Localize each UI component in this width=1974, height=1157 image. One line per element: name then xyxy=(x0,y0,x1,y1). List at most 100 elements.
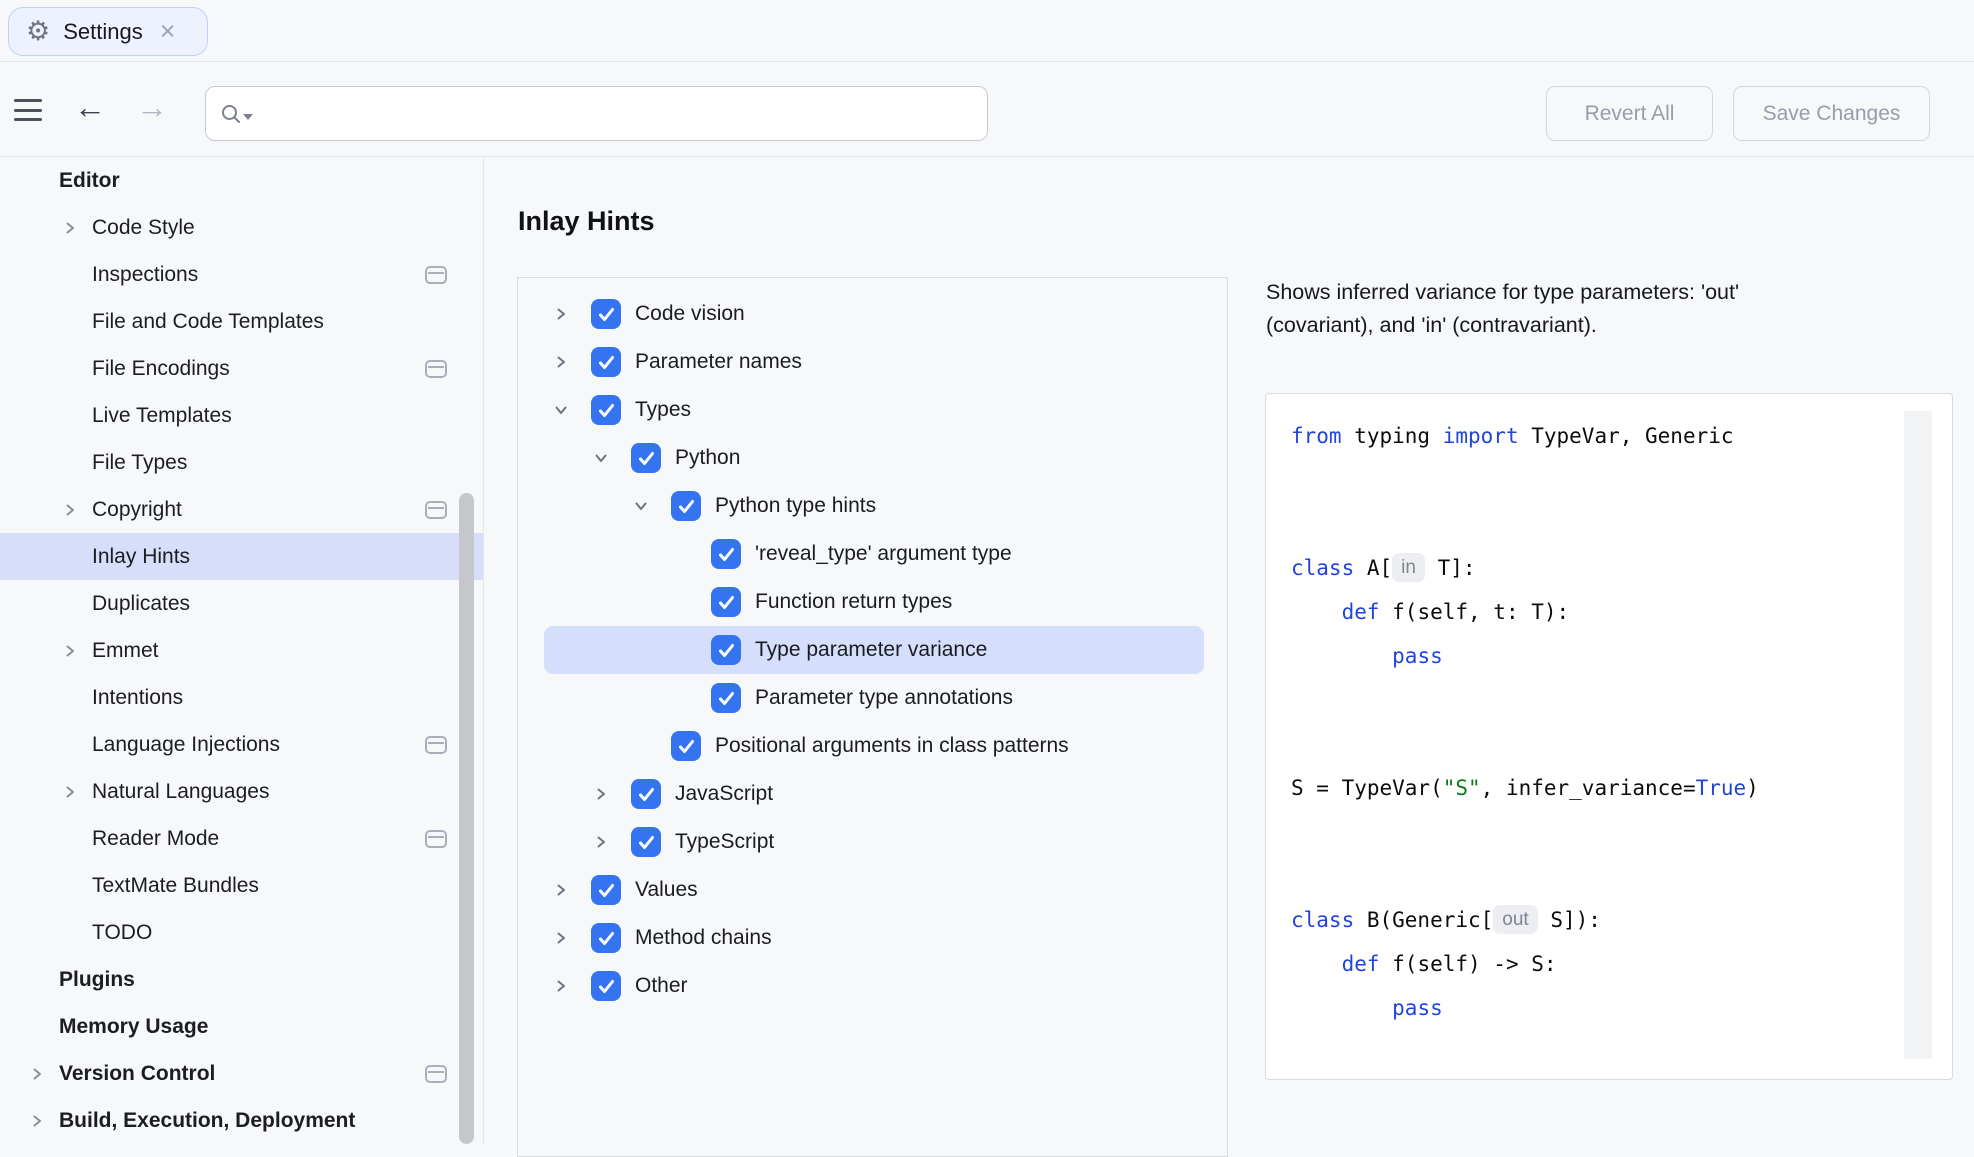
sidebar-item-code-style[interactable]: Code Style xyxy=(0,204,483,251)
chevron-down-icon[interactable] xyxy=(591,451,611,465)
sidebar-item-file-types[interactable]: File Types xyxy=(0,439,483,486)
tree-item-other[interactable]: Other xyxy=(544,962,1204,1010)
checkbox-checked-icon[interactable] xyxy=(591,971,621,1001)
window-icon xyxy=(425,1065,447,1083)
sidebar-item-file-and-code-templates[interactable]: File and Code Templates xyxy=(0,298,483,345)
sidebar-item-memory-usage[interactable]: Memory Usage xyxy=(0,1003,483,1050)
checkbox-checked-icon[interactable] xyxy=(631,779,661,809)
chevron-right-icon[interactable] xyxy=(551,355,571,369)
back-arrow-icon[interactable]: ← xyxy=(74,91,106,123)
sidebar-item-file-encodings[interactable]: File Encodings xyxy=(0,345,483,392)
chevron-right-icon[interactable] xyxy=(63,503,77,517)
menu-icon[interactable] xyxy=(14,99,42,121)
chevron-down-icon[interactable] xyxy=(551,403,571,417)
tree-item-types[interactable]: Types xyxy=(544,386,1204,434)
tree-item-function-return-types[interactable]: Function return types xyxy=(544,578,1204,626)
checkbox-checked-icon[interactable] xyxy=(591,395,621,425)
sidebar-item-reader-mode[interactable]: Reader Mode xyxy=(0,815,483,862)
checkbox-checked-icon[interactable] xyxy=(671,491,701,521)
sidebar-item-label: File Encodings xyxy=(92,357,230,381)
tree-item-label: Types xyxy=(635,398,691,422)
tree-item-positional-arguments-in-class-patterns[interactable]: Positional arguments in class patterns xyxy=(544,722,1204,770)
keyword-token: import xyxy=(1443,424,1519,448)
tree-item-values[interactable]: Values xyxy=(544,866,1204,914)
sidebar-item-copyright[interactable]: Copyright xyxy=(0,486,483,533)
sidebar-item-todo[interactable]: TODO xyxy=(0,909,483,956)
tree-item-type-parameter-variance[interactable]: Type parameter variance xyxy=(544,626,1204,674)
checkbox-checked-icon[interactable] xyxy=(591,299,621,329)
checkbox-checked-icon[interactable] xyxy=(711,539,741,569)
tab-settings[interactable]: ⚙ Settings × xyxy=(8,7,208,56)
sidebar-scrollbar[interactable] xyxy=(459,493,474,1144)
window-icon xyxy=(425,360,447,378)
sidebar-item-editor[interactable]: Editor xyxy=(0,157,483,204)
sidebar-item-label: Plugins xyxy=(59,968,135,992)
tree-item-code-vision[interactable]: Code vision xyxy=(544,290,1204,338)
sidebar-item-live-templates[interactable]: Live Templates xyxy=(0,392,483,439)
chevron-right-icon[interactable] xyxy=(63,644,77,658)
code-scrollbar[interactable] xyxy=(1904,411,1932,1059)
search-input[interactable] xyxy=(263,101,973,127)
tree-item-label: Python xyxy=(675,446,740,470)
chevron-right-icon[interactable] xyxy=(591,787,611,801)
checkbox-checked-icon[interactable] xyxy=(631,827,661,857)
checkbox-checked-icon[interactable] xyxy=(711,587,741,617)
sidebar-item-textmate-bundles[interactable]: TextMate Bundles xyxy=(0,862,483,909)
search-options-caret-icon[interactable] xyxy=(243,114,253,120)
inlay-hint-pill: in xyxy=(1392,553,1425,582)
tree-item-typescript[interactable]: TypeScript xyxy=(544,818,1204,866)
tree-item-reveal-type-argument-type[interactable]: 'reveal_type' argument type xyxy=(544,530,1204,578)
keyword-token: class xyxy=(1291,556,1354,580)
sidebar-item-inlay-hints[interactable]: Inlay Hints xyxy=(0,533,483,580)
sidebar-item-duplicates[interactable]: Duplicates xyxy=(0,580,483,627)
chevron-right-icon[interactable] xyxy=(30,1114,44,1128)
checkbox-checked-icon[interactable] xyxy=(591,875,621,905)
sidebar-item-natural-languages[interactable]: Natural Languages xyxy=(0,768,483,815)
checkbox-checked-icon[interactable] xyxy=(591,347,621,377)
tree-item-label: Code vision xyxy=(635,302,745,326)
save-changes-button[interactable]: Save Changes xyxy=(1733,86,1930,141)
tree-item-python[interactable]: Python xyxy=(544,434,1204,482)
sidebar-item-inspections[interactable]: Inspections xyxy=(0,251,483,298)
chevron-right-icon[interactable] xyxy=(63,785,77,799)
chevron-right-icon[interactable] xyxy=(30,1067,44,1081)
chevron-right-icon[interactable] xyxy=(551,883,571,897)
sidebar-item-intentions[interactable]: Intentions xyxy=(0,674,483,721)
sidebar-item-emmet[interactable]: Emmet xyxy=(0,627,483,674)
chevron-right-icon[interactable] xyxy=(551,979,571,993)
chevron-right-icon[interactable] xyxy=(63,221,77,235)
sidebar-item-language-injections[interactable]: Language Injections xyxy=(0,721,483,768)
chevron-down-icon[interactable] xyxy=(631,499,651,513)
chevron-spacer xyxy=(63,550,77,564)
settings-search-field[interactable] xyxy=(205,86,988,141)
sidebar-item-label: Emmet xyxy=(92,639,159,663)
revert-all-button[interactable]: Revert All xyxy=(1546,86,1713,141)
sidebar-item-version-control[interactable]: Version Control xyxy=(0,1050,483,1097)
checkbox-checked-icon[interactable] xyxy=(711,683,741,713)
tree-item-python-type-hints[interactable]: Python type hints xyxy=(544,482,1204,530)
chevron-right-icon[interactable] xyxy=(551,931,571,945)
tree-item-parameter-names[interactable]: Parameter names xyxy=(544,338,1204,386)
sidebar-item-label: Version Control xyxy=(59,1062,215,1086)
checkbox-checked-icon[interactable] xyxy=(671,731,701,761)
checkbox-checked-icon[interactable] xyxy=(711,635,741,665)
hint-description: Shows inferred variance for type paramet… xyxy=(1266,276,1914,342)
page-title: Inlay Hints xyxy=(518,206,655,237)
chevron-right-icon[interactable] xyxy=(551,307,571,321)
close-icon[interactable]: × xyxy=(160,18,176,45)
sidebar-item-label: Natural Languages xyxy=(92,780,269,804)
forward-arrow-icon[interactable]: → xyxy=(136,91,168,123)
checkbox-checked-icon[interactable] xyxy=(631,443,661,473)
tree-item-method-chains[interactable]: Method chains xyxy=(544,914,1204,962)
sidebar-item-label: TODO xyxy=(92,921,152,945)
chevron-right-icon[interactable] xyxy=(591,835,611,849)
sidebar-item-label: Language Injections xyxy=(92,733,280,757)
sidebar-item-plugins[interactable]: Plugins xyxy=(0,956,483,1003)
sidebar-item-label: Memory Usage xyxy=(59,1015,208,1039)
code-preview-panel: from typing import TypeVar, Generic clas… xyxy=(1265,393,1953,1080)
checkbox-checked-icon[interactable] xyxy=(591,923,621,953)
tree-item-parameter-type-annotations[interactable]: Parameter type annotations xyxy=(544,674,1204,722)
tree-item-javascript[interactable]: JavaScript xyxy=(544,770,1204,818)
sidebar-item-build-execution-deployment[interactable]: Build, Execution, Deployment xyxy=(0,1097,483,1144)
window-icon xyxy=(425,736,447,754)
